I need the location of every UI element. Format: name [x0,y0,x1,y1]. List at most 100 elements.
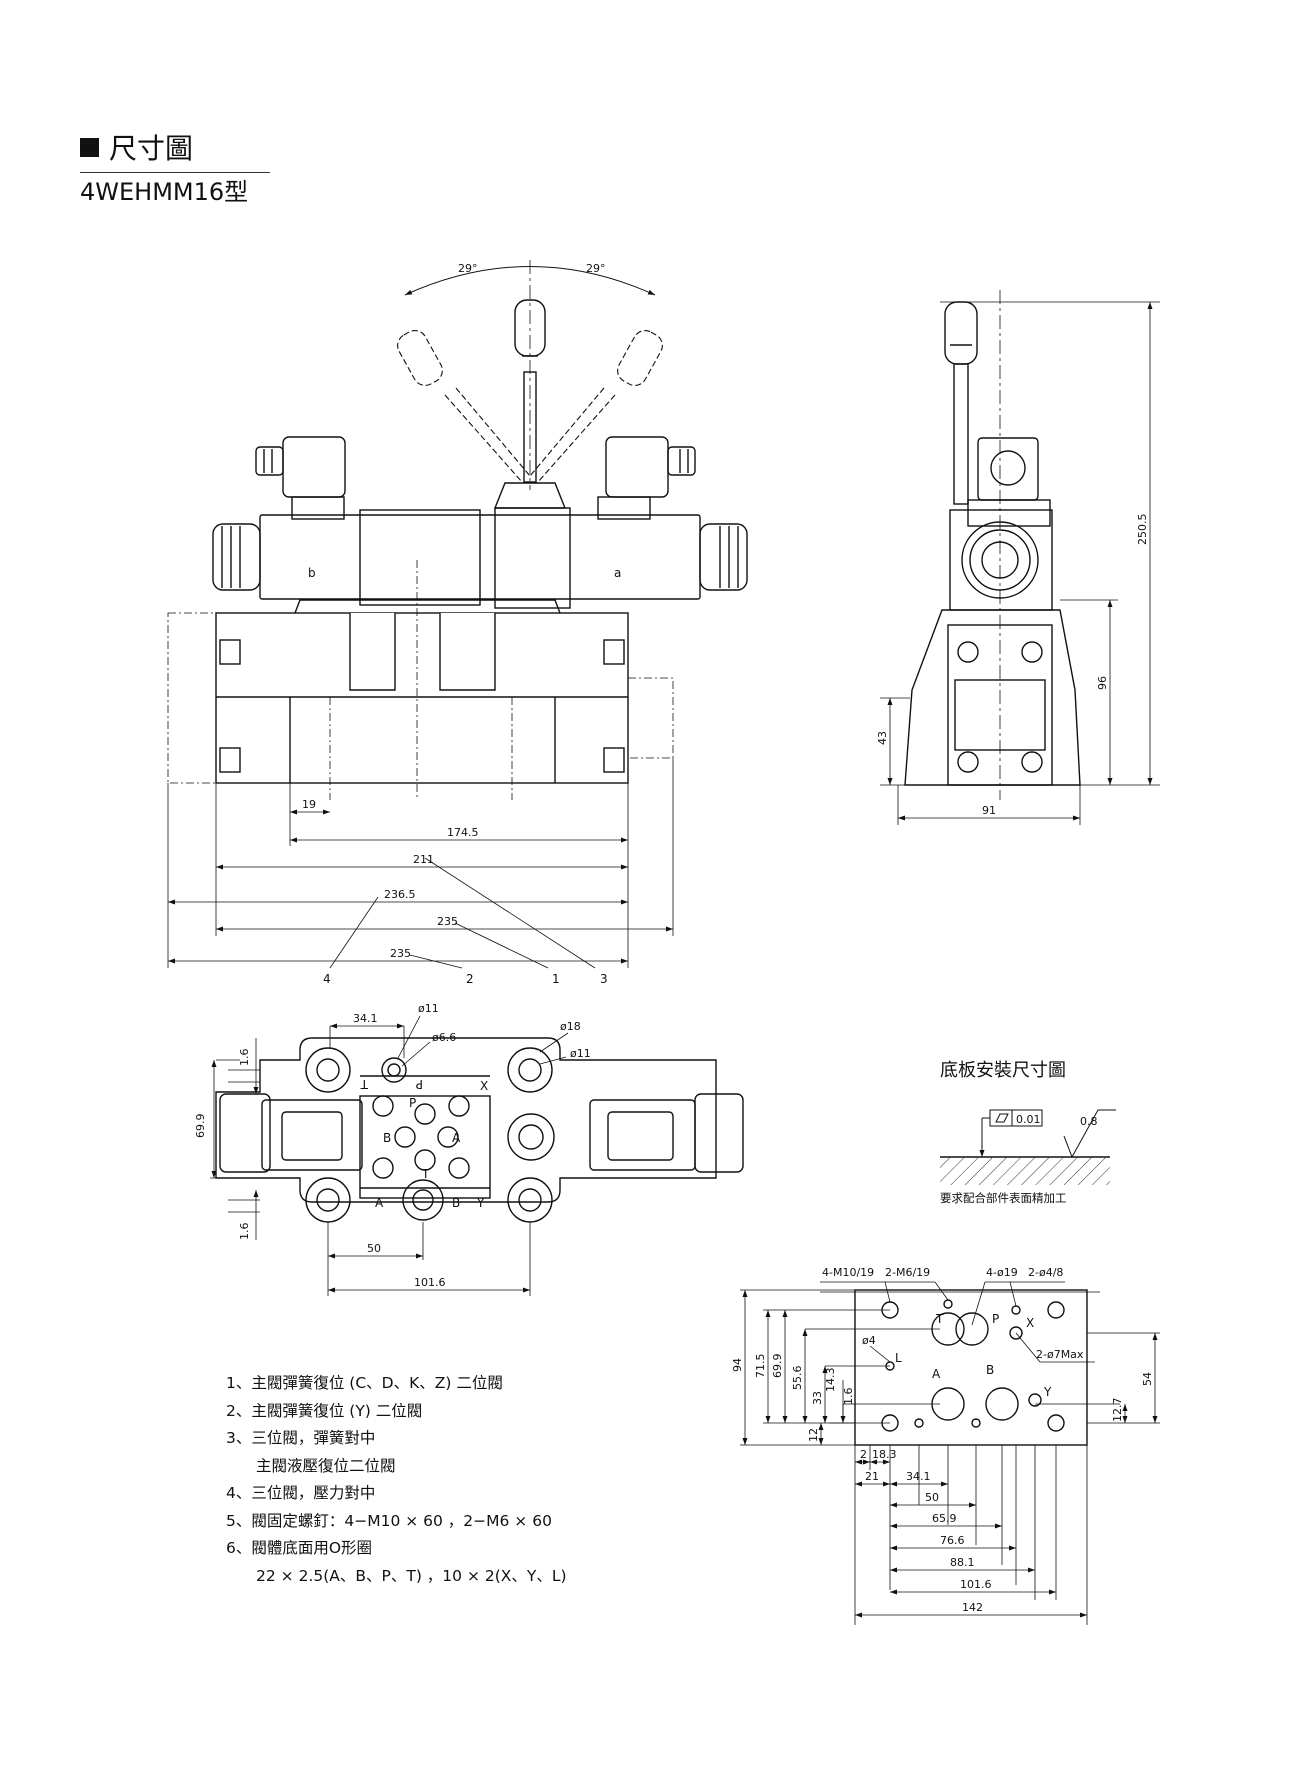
sub-dim-94: 94 [731,1358,744,1372]
solenoid-a-label: a [614,566,621,580]
port-P-top: P [409,1096,416,1110]
sub-port-B: B [986,1363,994,1377]
note-item: 4、三位閥，壓力對中 [226,1484,376,1502]
sub-dim-21: 21 [865,1470,879,1483]
callout-2-m6: 2-M6/19 [885,1266,930,1279]
port-Y-bottom: Y [476,1196,485,1210]
square-bullet-icon [80,138,99,157]
port-B-top: B [383,1131,391,1145]
surface-spec [940,1109,1116,1185]
port-B-bottom: B [452,1196,460,1210]
dim-211: 211 [413,853,434,866]
subplate-drawing [740,1281,1160,1625]
dim-1-6-top: 1.6 [238,1049,251,1067]
dim-91: 91 [982,804,996,817]
section-heading: 尺寸圖 [80,132,270,166]
callout-4: 4 [323,972,331,986]
angle-left-label: 29° [458,262,478,275]
sub-dim-14-3: 14.3 [824,1368,837,1393]
port-X-top: X [480,1079,488,1093]
notes-list: 1、主閥彈簧復位 (C、D、K、Z) 二位閥 2、主閥彈簧復位 (Y) 二位閥 … [226,1370,567,1590]
dim-69-9: 69.9 [194,1114,207,1139]
note-item: 1、主閥彈簧復位 (C、D、K、Z) 二位閥 [226,1374,503,1392]
roughness-value: 0.8 [1080,1115,1098,1128]
callout-1: 1 [552,972,560,986]
dim-34-1: 34.1 [353,1012,378,1025]
sub-dim-76-6: 76.6 [940,1534,965,1547]
sub-port-T: T [935,1312,944,1326]
sub-dim-142: 142 [962,1601,983,1614]
dim-50: 50 [367,1242,381,1255]
dim-235-b: 235 [390,947,411,960]
sub-dim-33: 33 [811,1391,824,1405]
sub-dim-101-6: 101.6 [960,1578,992,1591]
callout-4-m10: 4-M10/19 [822,1266,874,1279]
dim-235-a: 235 [437,915,458,928]
title-underline [80,172,270,173]
dim-d6-6: ø6.6 [432,1031,456,1044]
lever-left [397,330,531,483]
note-item: 3、三位閥，彈簧對中 [226,1429,376,1447]
top-view [210,1015,744,1296]
sub-dim-2: 2 [860,1448,867,1461]
sub-dim-88-1: 88.1 [950,1556,975,1569]
port-A-bottom: A [375,1196,384,1210]
sub-dim-55-6: 55.6 [791,1366,804,1391]
flatness-value: 0.01 [1016,1113,1041,1126]
dim-101-6: 101.6 [414,1276,446,1289]
sub-dim-54: 54 [1141,1372,1154,1386]
port-P-rot: P [416,1077,423,1091]
main-body [215,612,629,784]
note-item: 2、主閥彈簧復位 (Y) 二位閥 [226,1401,423,1420]
solenoid-b-label: b [308,566,316,580]
callout-3: 3 [600,972,608,986]
note-item: 5、閥固定螺釘：4−M10 × 60 ，2−M6 × 60 [226,1511,552,1530]
section-title: 尺寸圖 [109,132,194,165]
dim-96: 96 [1096,676,1109,690]
callout-d4: ø4 [862,1334,876,1347]
connector-left [255,436,346,520]
surface-note: 要求配合部件表面精加工 [940,1191,1067,1205]
sub-port-X: X [1026,1316,1034,1330]
dim-174-5: 174.5 [447,826,479,839]
dim-d11-right: ø11 [570,1047,591,1060]
front-view [167,260,748,969]
dim-d18: ø18 [560,1020,581,1033]
port-T-rot: T [360,1077,369,1091]
sub-dim-12: 12 [807,1428,820,1442]
sub-port-Y: Y [1043,1385,1052,1399]
dim-d11-top: ø11 [418,1002,439,1015]
callout-2-d4: 2-ø4/8 [1028,1266,1063,1279]
note-item: 6、閥體底面用O形圈 [226,1539,373,1557]
dim-19: 19 [302,798,316,811]
sub-dim-69-9: 69.9 [771,1354,784,1379]
page-header: 尺寸圖 4WEHMM16型 [80,132,270,207]
lever-right [529,330,663,483]
sub-dim-71-5: 71.5 [754,1354,767,1379]
connector-right [597,436,696,520]
dim-236-5: 236.5 [384,888,416,901]
port-T-top: T [421,1167,430,1181]
callout-2: 2 [466,972,474,986]
port-A-top: A [452,1131,461,1145]
note-item: 主閥液壓復位二位閥 [256,1456,396,1475]
angle-right-label: 29° [586,262,606,275]
sub-dim-50: 50 [925,1491,939,1504]
side-view [880,290,1160,825]
note-item: 22 × 2.5(A、B、P、T) ，10 × 2(X、Y、L) [256,1566,567,1585]
model-name: 4WEHMM16型 [80,178,249,206]
sub-dim-1-6: 1.6 [842,1388,855,1406]
dim-250-5: 250.5 [1136,514,1149,546]
sub-dim-65-9: 65.9 [932,1512,957,1525]
sub-dim-18-3: 18.3 [872,1448,897,1461]
lever-center [514,299,546,483]
dim-1-6-bottom: 1.6 [238,1223,251,1241]
sub-port-P: P [992,1312,999,1326]
sub-port-A: A [932,1367,941,1381]
sub-port-L: L [895,1351,902,1365]
callout-4-d19: 4-ø19 [986,1266,1018,1279]
dim-43: 43 [876,731,889,745]
sub-dim-34-1: 34.1 [906,1470,931,1483]
callout-2-d7: 2-ø7Max [1036,1348,1084,1361]
